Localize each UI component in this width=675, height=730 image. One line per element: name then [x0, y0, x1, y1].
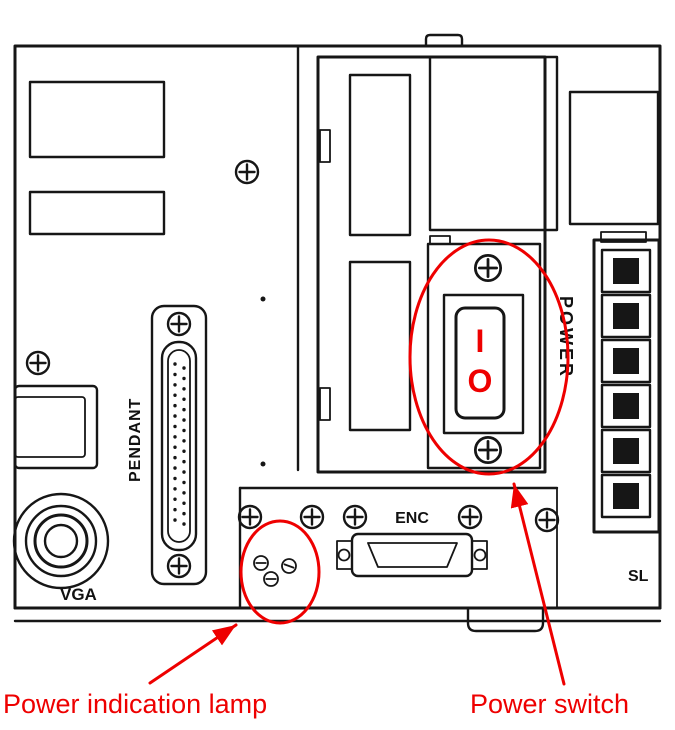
lamp-annotation-label: Power indication lamp	[3, 689, 267, 719]
sl-label: SL	[628, 568, 649, 585]
switch-annotation-label: Power switch	[470, 689, 629, 719]
bottom-tab	[466, 606, 545, 633]
switch-plate	[442, 293, 525, 435]
lamp-callout-arrow	[148, 623, 238, 685]
phillips-screw	[237, 504, 263, 530]
switch-callout-arrow	[510, 482, 566, 686]
pendant-label: PENDANT	[127, 398, 144, 482]
bottom-section: ENC SL	[237, 504, 649, 587]
switch-off-symbol: O	[468, 363, 493, 399]
lamp-screw	[253, 555, 269, 571]
power-indication-lamp	[253, 555, 299, 587]
annotations: Power indication lamp Power switch	[3, 238, 629, 719]
phillips-screw	[342, 504, 368, 530]
vent-slot	[28, 190, 166, 236]
vga-label: VGA	[60, 585, 97, 604]
terminal-cell	[600, 473, 652, 519]
rocker-switch	[454, 306, 506, 420]
terminal-block	[592, 231, 661, 534]
lamp-screw	[263, 571, 279, 587]
terminal-cell	[600, 338, 652, 384]
phillips-screw	[166, 311, 192, 337]
center-module	[260, 55, 559, 474]
top-tab	[424, 33, 464, 48]
switch-on-symbol: I	[476, 323, 485, 359]
left-connectors: VGA	[12, 350, 110, 604]
phillips-screw	[473, 253, 503, 283]
vent-slots	[28, 80, 660, 236]
enc-connector	[336, 532, 488, 578]
pendant-connector: PENDANT	[127, 304, 208, 586]
terminal-cell	[600, 293, 652, 339]
phillips-screw	[457, 504, 483, 530]
phillips-screw	[25, 350, 51, 376]
terminal-cell	[600, 383, 652, 429]
vent-slot	[568, 90, 660, 226]
switch-callout-ellipse	[408, 238, 570, 476]
enc-label: ENC	[395, 510, 429, 527]
round-connector	[12, 492, 110, 590]
terminal-cell	[600, 428, 652, 474]
phillips-screw	[299, 504, 325, 530]
vent-slot	[28, 80, 166, 159]
phillips-screw	[534, 507, 560, 533]
phillips-screw	[166, 553, 192, 579]
panel-dot	[260, 461, 266, 467]
lamp-screw	[279, 556, 299, 576]
panel-dot	[260, 296, 266, 302]
power-switch: I O POWER	[426, 235, 576, 470]
lamp-callout-ellipse	[239, 519, 321, 625]
terminal-cell	[600, 248, 652, 294]
phillips-screw	[234, 159, 260, 185]
phillips-screw	[473, 435, 503, 465]
